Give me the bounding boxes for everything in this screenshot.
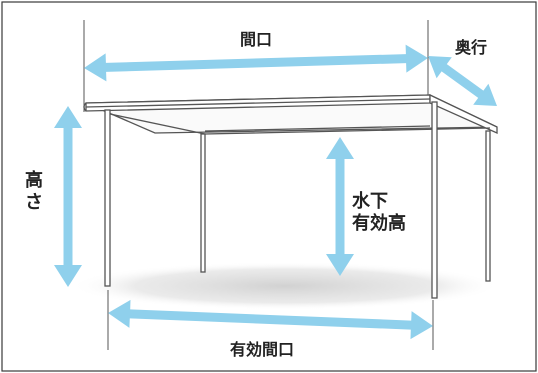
width-arrow <box>84 44 428 82</box>
roof-rail-back <box>204 127 491 135</box>
height-label: 高さ <box>25 170 43 213</box>
effective-width-label: 有効間口 <box>230 340 295 359</box>
post-back-right <box>485 130 491 282</box>
height-arrow <box>54 106 82 287</box>
roof-rail-back-inner <box>204 125 431 132</box>
reference-lines <box>83 20 434 350</box>
roof-side-fascia <box>429 93 498 135</box>
depth-label: 奥行 <box>455 38 488 57</box>
roof-rail-left <box>109 113 206 135</box>
carport-structure <box>83 93 498 299</box>
width-label: 間口 <box>240 30 273 49</box>
effective-width-arrow <box>108 299 433 340</box>
depth-arrow <box>428 56 497 106</box>
clearance-label-line2: 有効高 <box>352 213 406 234</box>
clearance-label: 水下 有効高 <box>352 191 406 235</box>
dimension-arrows <box>54 44 497 340</box>
posts <box>104 101 491 299</box>
post-front-right <box>431 101 438 299</box>
clearance-label-line1: 水下 <box>352 191 388 212</box>
clearance-arrow <box>326 137 354 276</box>
ground-shadow <box>70 262 500 310</box>
roof-front-end <box>83 102 87 112</box>
post-back-left <box>200 133 206 273</box>
roof-front-fascia-mid <box>85 98 431 108</box>
post-front-left <box>104 109 111 287</box>
